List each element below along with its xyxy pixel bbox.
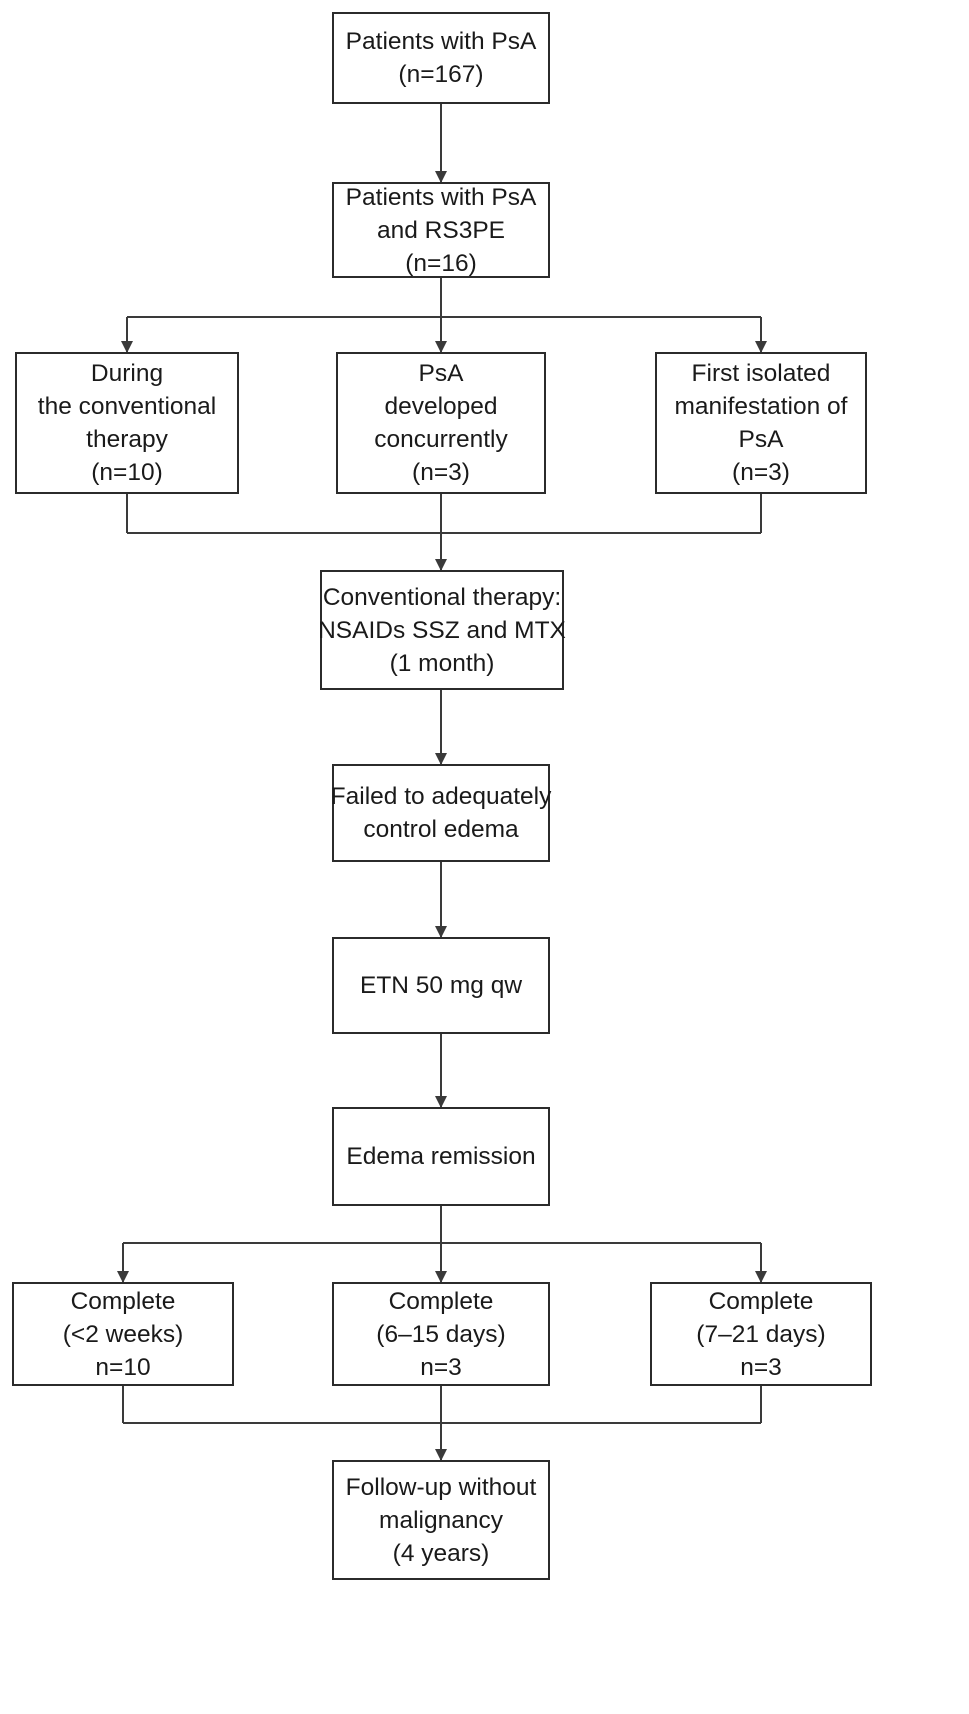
node-first-isolated: First isolated manifestation of PsA (n=3… bbox=[655, 352, 867, 494]
node-text-line: NSAIDs SSZ and MTX bbox=[318, 616, 566, 644]
node-text-line: malignancy bbox=[379, 1506, 503, 1534]
node-text-line: Edema remission bbox=[346, 1143, 536, 1170]
node-complete-c: Complete (7–21 days) n=3 bbox=[650, 1282, 872, 1386]
node-text-line: developed bbox=[384, 393, 498, 420]
node-text-line: (7–21 days) bbox=[696, 1320, 826, 1348]
node-text-line: (4 years) bbox=[392, 1539, 490, 1567]
node-text-line: (6–15 days) bbox=[376, 1320, 506, 1348]
node-text-line: Complete bbox=[388, 1287, 494, 1315]
node-text-line: PsA bbox=[418, 360, 464, 387]
node-text-line: (1 month) bbox=[389, 649, 495, 677]
node-text-line: concurrently bbox=[374, 426, 508, 453]
node-text-line: (n=167) bbox=[398, 61, 484, 88]
node-text-line: Complete bbox=[708, 1287, 814, 1315]
node-text-line: (n=3) bbox=[412, 459, 470, 486]
node-text-line: PsA bbox=[738, 426, 784, 453]
node-text-line: and RS3PE bbox=[376, 216, 506, 244]
node-complete-b: Complete (6–15 days) n=3 bbox=[332, 1282, 550, 1386]
node-patients-psa: Patients with PsA (n=167) bbox=[332, 12, 550, 104]
node-text-line: ETN 50 mg qw bbox=[359, 972, 523, 999]
node-edema-remission: Edema remission bbox=[332, 1107, 550, 1206]
node-failed-control: Failed to adequately control edema bbox=[330, 764, 552, 862]
node-followup: Follow-up without malignancy (4 years) bbox=[332, 1460, 550, 1580]
node-during-conventional: During the conventional therapy (n=10) bbox=[15, 352, 239, 494]
node-text-line: the conventional bbox=[37, 393, 217, 420]
node-text-line: therapy bbox=[86, 426, 168, 453]
node-text-line: n=10 bbox=[95, 1353, 151, 1381]
node-text-line: (<2 weeks) bbox=[62, 1320, 184, 1348]
node-text-line: (n=16) bbox=[405, 249, 477, 277]
node-text-line: n=3 bbox=[740, 1353, 782, 1381]
node-etn: ETN 50 mg qw bbox=[332, 937, 550, 1034]
node-text-line: Complete bbox=[70, 1287, 176, 1315]
node-text-line: n=3 bbox=[420, 1353, 462, 1381]
node-text-line: Patients with PsA bbox=[345, 28, 537, 55]
node-complete-a: Complete (<2 weeks) n=10 bbox=[12, 1282, 234, 1386]
node-text-line: Conventional therapy: bbox=[322, 583, 562, 611]
node-text-line: (n=10) bbox=[91, 459, 163, 486]
node-conventional-therapy: Conventional therapy: NSAIDs SSZ and MTX… bbox=[318, 570, 566, 690]
node-text-line: control edema bbox=[363, 816, 519, 843]
node-text-line: During bbox=[90, 360, 164, 387]
node-text-line: manifestation of bbox=[674, 393, 848, 420]
node-text-line: Follow-up without bbox=[345, 1473, 537, 1501]
node-text-line: (n=3) bbox=[732, 459, 790, 486]
node-text-line: First isolated bbox=[691, 360, 831, 387]
node-patients-psa-rs3pe: Patients with PsA and RS3PE (n=16) bbox=[332, 182, 550, 278]
node-text-line: Patients with PsA bbox=[345, 183, 537, 211]
node-text-line: Failed to adequately bbox=[330, 783, 552, 810]
node-psa-concurrent: PsA developed concurrently (n=3) bbox=[336, 352, 546, 494]
